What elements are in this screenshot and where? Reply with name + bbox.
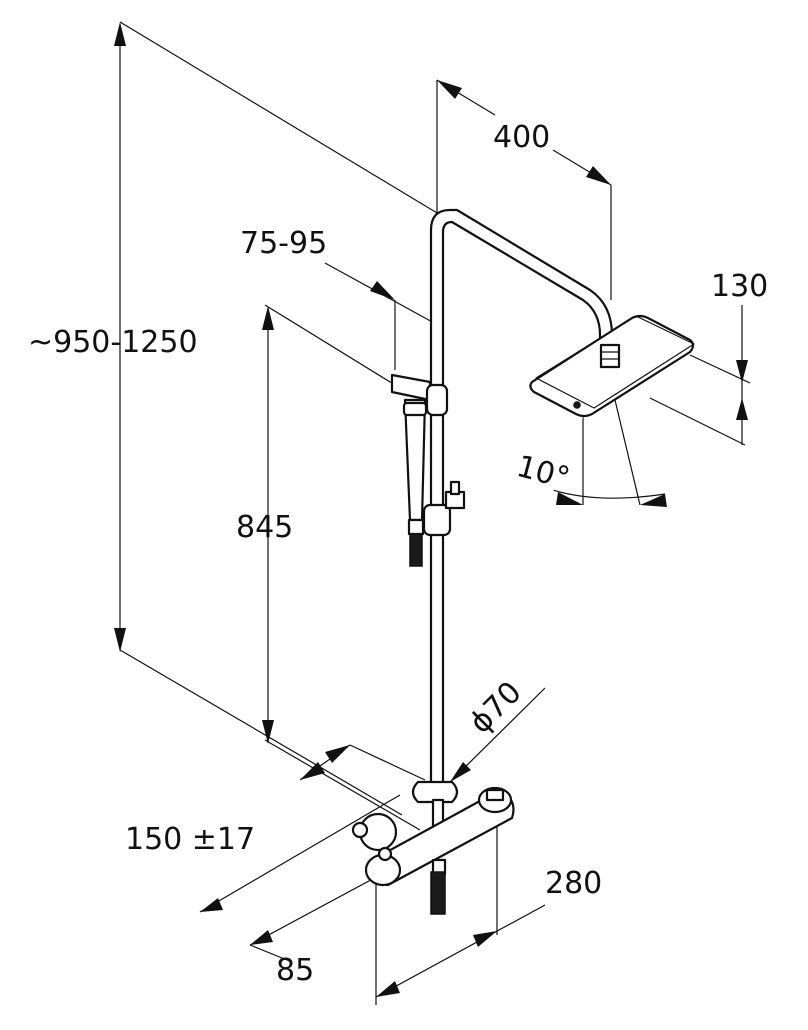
label-center-distance: 150 ±17 bbox=[125, 822, 255, 857]
label-holder-range: 75-95 bbox=[240, 226, 327, 261]
label-total-height: ~950-1250 bbox=[28, 325, 198, 360]
label-wall-distance: 85 bbox=[276, 953, 314, 988]
label-head-height: 130 bbox=[711, 269, 768, 304]
label-head-projection: 400 bbox=[493, 120, 550, 155]
slide-bracket bbox=[422, 480, 466, 537]
hand-shower bbox=[402, 398, 428, 567]
shower-head bbox=[529, 314, 695, 418]
thermostat-mixer bbox=[351, 786, 515, 915]
label-holder-height: 845 bbox=[236, 510, 293, 545]
hand-shower-holder bbox=[390, 373, 449, 417]
label-mixer-width: 280 bbox=[545, 866, 602, 901]
wall-bracket bbox=[411, 780, 459, 837]
overhead-arm bbox=[429, 208, 614, 797]
dimension-lines bbox=[114, 22, 748, 998]
